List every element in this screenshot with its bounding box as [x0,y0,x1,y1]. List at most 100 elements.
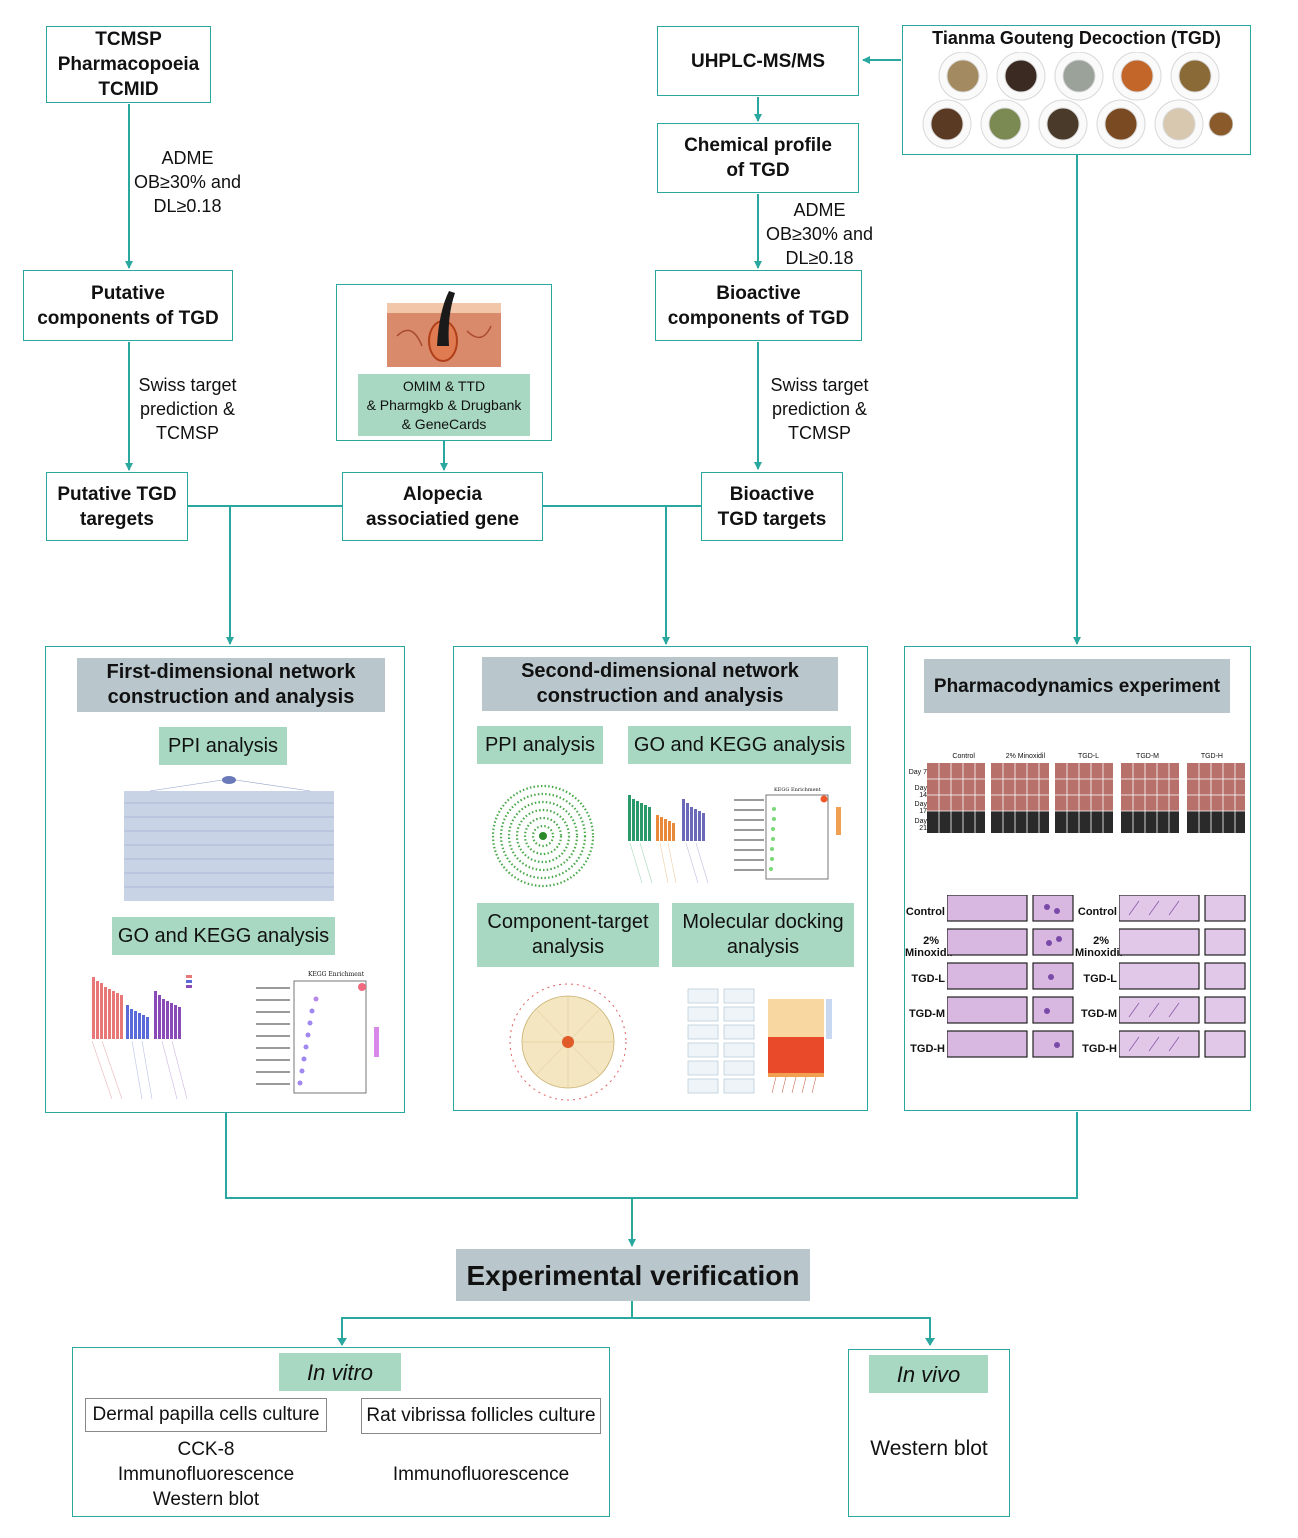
dermal-papilla-label: Dermal papilla cells culture [92,1404,320,1425]
tgd-box: Tianma Gouteng Decoction (TGD) [902,25,1251,155]
panel2-ppi-label: PPI analysis [484,733,596,756]
day-label-14: Day 14 [914,785,927,799]
assay-western-blot-1: Western blot [152,1489,260,1510]
second-dimensional-panel: Second-dimensional network construction … [453,646,868,1111]
in-vivo-assays: Western blot [849,1436,1009,1461]
panel1-go-kegg-label: GO and KEGG analysis [117,924,330,947]
mouse-photo-grid [927,763,1245,833]
kegg-dot-plot-thumbnail [256,980,379,1094]
component-target-network [509,983,627,1101]
ppi-network-grid [124,776,334,901]
group-label-tgd-l: TGD-L [1078,753,1099,760]
in-vitro-label: In vitro [306,1359,374,1385]
pharmacodynamics-panel: Pharmacodynamics experiment Control 2% M… [904,646,1251,1111]
adme-filter-right: ADME OB≥30% and DL≥0.18 [752,198,887,270]
assay-immunofluorescence-2: Immunofluorescence [392,1464,570,1485]
in-vivo-label: In vivo [896,1361,961,1387]
in-vivo-tag: In vivo [869,1355,988,1393]
dermal-papilla-box: Dermal papilla cells culture [85,1398,327,1432]
chemical-profile-line2: of TGD [726,160,790,181]
dpc-assays: CCK-8 Immunofluorescence Western blot [85,1437,327,1512]
hair-follicle-icon [387,291,501,367]
group-label-control: Control [952,753,975,760]
adme-left-line2: OB≥30% and [134,172,241,192]
panel3-title: Pharmacodynamics experiment [924,659,1230,713]
line-panels-merge [225,1112,1078,1199]
molecular-docking-tag: Molecular docking analysis [672,903,854,967]
db-line2: & Pharmgkb & Drugbank [366,396,522,413]
vibrissa-follicles-label: Rat vibrissa follicles culture [366,1405,596,1426]
alopecia-line2: associatied gene [365,508,520,530]
go-bar-chart-thumbnail [91,975,192,1100]
panel1-title-line1: First-dimensional network [106,661,356,683]
bioactive-components-box: Bioactive components of TGD [655,270,862,341]
putative-components-line1: Putative [91,282,165,304]
histology-right-grid [1119,895,1246,1058]
bioactive-targets-line2: TGD targets [717,508,827,530]
panel3-title-label: Pharmacodynamics experiment [933,675,1221,697]
adme-right-line1: ADME [793,200,846,220]
panel2-kegg-title: KEGG Enrichment [774,787,821,793]
group-label-minoxidil: 2% Minoxidil [1005,753,1045,760]
group-label-tgd-m: TGD-M [1136,753,1159,760]
assay-cck8: CCK-8 [177,1439,235,1460]
adme-filter-left: ADME OB≥30% and DL≥0.18 [120,146,255,218]
putative-targets-line2: taregets [80,508,154,530]
histo-left-tgd-h: TGD-H [910,1043,945,1055]
bioactive-components-line1: Bioactive [716,282,801,304]
ct-line1: Component-target [487,911,649,933]
putative-targets-box: Putative TGD taregets [46,472,188,541]
tgd-title: Tianma Gouteng Decoction (TGD) [932,28,1221,48]
in-vivo-box: In vivo Western blot [848,1349,1010,1517]
swiss-left-line3: TCMSP [156,423,219,443]
swiss-right-line3: TCMSP [788,423,851,443]
component-target-tag: Component-target analysis [477,903,659,967]
histo-right-tgd-m: TGD-M [1080,1008,1117,1020]
db-line1: OMIM & TTD [402,377,486,394]
alopecia-gene-box: Alopecia associatied gene [342,472,543,541]
histo-left-control: Control [905,906,945,918]
uhplc-box: UHPLC-MS/MS [657,26,859,96]
assay-western-blot-2: Western blot [870,1437,988,1460]
db-line3: & GeneCards [401,415,487,432]
histo-right-2pct: 2% [1093,935,1109,947]
group-label-tgd-h: TGD-H [1200,753,1223,760]
panel2-title: Second-dimensional network construction … [482,657,838,711]
panel1-title-line2: construction and analysis [107,686,355,708]
panel1-kegg-title: KEGG Enrichment [308,971,365,978]
assay-immunofluorescence-1: Immunofluorescence [117,1464,295,1485]
panel2-title-line2: construction and analysis [536,685,784,707]
histo-right-minoxidil: Minoxidil [1075,947,1123,959]
day-label-21: Day 21 [914,818,927,832]
panel1-ppi-tag: PPI analysis [159,727,287,765]
panel2-go-kegg-label: GO and KEGG analysis [633,733,846,756]
herb-photos [922,52,1233,149]
in-vitro-box: In vitro Dermal papilla cells culture Ra… [72,1347,610,1517]
ct-line2: analysis [531,936,605,958]
histo-left-tgd-l: TGD-L [911,973,945,985]
vibrissa-follicles-box: Rat vibrissa follicles culture [361,1398,601,1434]
bioactive-targets-line1: Bioactive [729,483,815,505]
swiss-right-line1: Swiss target [770,375,869,395]
histo-left-minoxidil: Minoxidil [905,947,953,959]
source-pharmacopoeia: Pharmacopoeia [57,54,200,75]
panel2-go-kegg-tag: GO and KEGG analysis [628,726,851,764]
chemical-profile-line1: Chemical profile [684,135,832,156]
chemical-profile-box: Chemical profile of TGD [657,123,859,193]
panel1-ppi-label: PPI analysis [167,734,279,757]
swiss-right-line2: prediction & [771,399,868,419]
disease-database-box: OMIM & TTD & Pharmgkb & Drugbank & GeneC… [336,284,552,441]
md-line2: analysis [726,936,800,958]
histo-right-tgd-h: TGD-H [1082,1043,1117,1055]
source-tcmsp: TCMSP [95,29,162,50]
sources-box: TCMSP Pharmacopoeia TCMID [46,26,211,103]
bioactive-targets-box: Bioactive TGD targets [701,472,843,541]
bioactive-components-line2: components of TGD [667,307,850,329]
source-tcmid: TCMID [98,79,159,100]
panel2-ppi-tag: PPI analysis [477,726,603,764]
adme-left-line3: DL≥0.18 [153,196,222,216]
first-dimensional-panel: First-dimensional network construction a… [45,646,405,1113]
day-label-7: Day 7 [908,769,927,776]
in-vitro-tag: In vitro [279,1353,401,1391]
verification-label: Experimental verification [466,1259,800,1291]
